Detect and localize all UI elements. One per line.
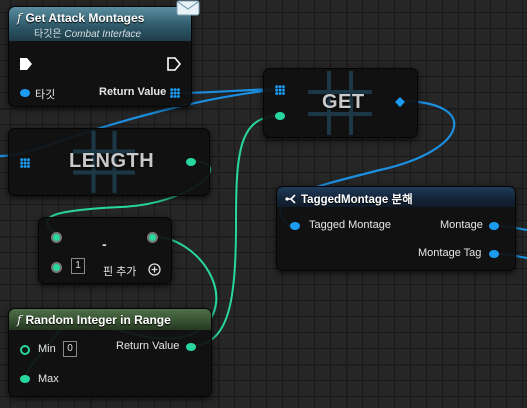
montage-output-label: Montage	[440, 219, 483, 231]
subtract-value-field[interactable]: 1	[71, 258, 85, 274]
tagged-montage-break-node[interactable]: TaggedMontage 분해 Tagged Montage Montage …	[276, 186, 516, 271]
min-value-field[interactable]: 0	[63, 341, 77, 357]
output-struct-pin[interactable]	[395, 97, 405, 107]
min-label: Min	[38, 343, 56, 355]
subtract-input-a-pin[interactable]	[51, 232, 62, 243]
function-icon: f	[17, 11, 22, 25]
return-value-label: Return Value	[116, 340, 180, 352]
length-output-pin[interactable]	[186, 158, 196, 166]
get-array-node[interactable]: GET	[263, 68, 418, 138]
max-input-pin[interactable]	[20, 375, 30, 383]
get-node-title: GET	[322, 91, 365, 113]
subtitle-interface: Combat Interface	[64, 29, 142, 40]
node-title: Random Integer in Range	[25, 313, 171, 327]
return-array-pin[interactable]	[170, 88, 180, 98]
node-title: TaggedMontage 분해	[301, 194, 413, 206]
length-node-title: LENGTH	[69, 150, 155, 172]
break-struct-icon	[285, 194, 296, 204]
return-value-label: Return Value	[99, 86, 167, 98]
add-pin-label[interactable]: 핀 추가	[103, 266, 137, 278]
return-value-pin[interactable]	[186, 343, 196, 351]
target-pin[interactable]	[20, 89, 30, 97]
add-pin-plus-icon[interactable]	[148, 263, 161, 276]
montage-tag-output-label: Montage Tag	[418, 247, 482, 259]
target-pin-label: 타깃	[35, 89, 56, 101]
exec-in-pin[interactable]	[19, 57, 33, 71]
array-input-pin[interactable]	[20, 158, 30, 168]
array-input-pin[interactable]	[275, 85, 285, 95]
tagged-montage-input-pin[interactable]	[290, 222, 300, 230]
subtract-node[interactable]: 1 - 핀 추가	[38, 217, 172, 284]
index-input-pin[interactable]	[275, 112, 285, 120]
max-label: Max	[38, 373, 59, 385]
subtract-output-pin[interactable]	[147, 232, 158, 243]
montage-output-pin[interactable]	[489, 222, 499, 230]
min-input-pin[interactable]	[20, 345, 30, 355]
subtitle-target: 타깃은	[34, 29, 62, 40]
montage-tag-output-pin[interactable]	[489, 250, 499, 258]
subtract-operator: -	[102, 236, 107, 252]
function-icon: f	[17, 313, 22, 327]
node-header[interactable]: TaggedMontage 분해	[277, 187, 515, 207]
length-node[interactable]: LENGTH	[8, 128, 210, 196]
subtract-input-b-pin[interactable]	[51, 262, 62, 273]
tagged-montage-input-label: Tagged Montage	[309, 219, 391, 231]
exec-out-pin[interactable]	[167, 57, 181, 71]
message-envelope-icon	[176, 0, 200, 16]
node-title: Get Attack Montages	[25, 11, 145, 25]
